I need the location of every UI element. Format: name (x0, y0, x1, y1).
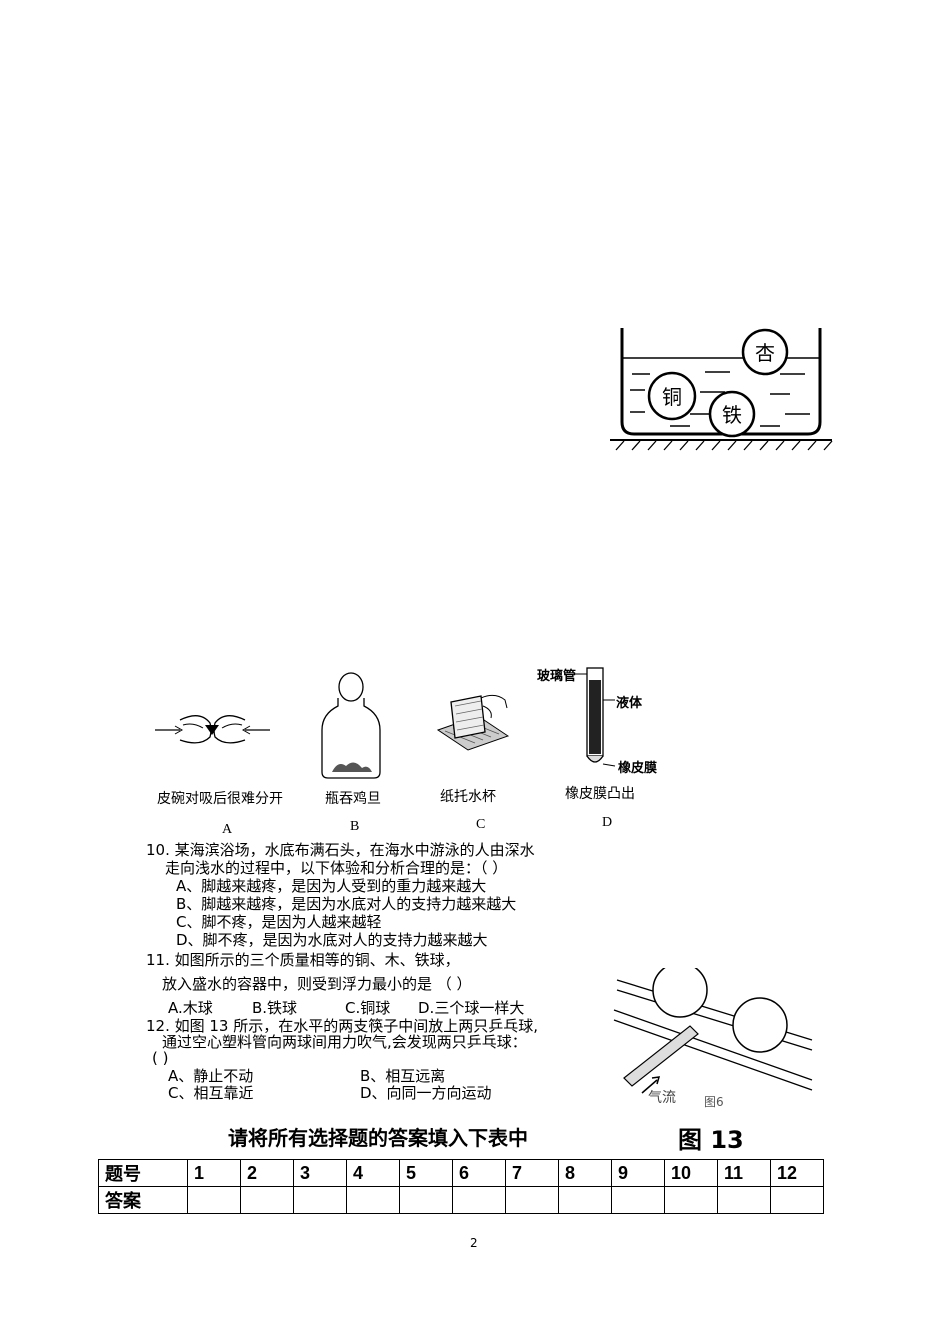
q12-option-a: A、静止不动 (168, 1067, 254, 1085)
q10-line2: 走向浅水的过程中，以下体验和分析合理的是：（ ） (165, 859, 508, 877)
airflow-label: 气流 (648, 1090, 676, 1106)
tube-liquid-label: 液体 (616, 696, 643, 711)
answer-cell[interactable] (770, 1186, 824, 1214)
number-cell: 3 (293, 1159, 347, 1187)
page-number: 2 (470, 1236, 478, 1250)
q11-option-b: B.铁球 (252, 999, 298, 1017)
letter-a: A (222, 822, 233, 837)
number-cell: 10 (664, 1159, 718, 1187)
number-cell: 5 (399, 1159, 453, 1187)
wood-ball (741, 328, 789, 376)
q12-option-c: C、相互靠近 (168, 1084, 254, 1102)
fig6-label: 图6 (704, 1095, 724, 1108)
number-cell: 8 (558, 1159, 612, 1187)
caption-d: 橡皮膜凸出 (565, 786, 635, 802)
tube-membrane-drawing (575, 667, 616, 767)
number-cell: 4 (346, 1159, 400, 1187)
answer-cell[interactable] (558, 1186, 612, 1214)
answer-table: 题号 1 2 3 4 5 6 7 8 9 10 11 12 答案 (98, 1159, 824, 1214)
answer-cell[interactable] (505, 1186, 559, 1214)
suction-cups-drawing (155, 715, 270, 744)
q10-option-b: B、脚越来越疼，是因为水底对人的支持力越来越大 (176, 895, 517, 913)
wood-ball-label: 杏 (755, 341, 775, 365)
paper-cup-drawing (436, 694, 510, 751)
q12-paren: ( ) (152, 1049, 169, 1067)
number-cell: 1 (187, 1159, 241, 1187)
answer-cell[interactable] (452, 1186, 506, 1214)
iron-ball-label: 铁 (722, 403, 742, 427)
answer-cell[interactable] (664, 1186, 718, 1214)
answer-cell[interactable] (187, 1186, 241, 1214)
pingpong-figure: 气流 图6 (613, 968, 813, 1108)
number-cell: 9 (611, 1159, 665, 1187)
row-header-number: 题号 (98, 1159, 188, 1187)
answer-row: 答案 (98, 1186, 824, 1214)
letter-c: C (476, 817, 486, 832)
q11-line2: 放入盛水的容器中，则受到浮力最小的是 （ ） (162, 975, 472, 993)
caption-b: 瓶吞鸡旦 (325, 791, 381, 807)
q11-option-c: C.铜球 (345, 999, 391, 1017)
copper-ball-label: 铜 (662, 385, 682, 409)
q12-line1: 12. 如图 13 所示，在水平的两支筷子中间放上两只乒乓球, (146, 1017, 539, 1035)
caption-a: 皮碗对吸后很难分开 (157, 791, 283, 807)
q11-line1: 11. 如图所示的三个质量相等的铜、木、铁球， (146, 951, 460, 969)
q10-option-c: C、脚不疼，是因为人越来越轻 (176, 913, 382, 931)
number-cell: 11 (717, 1159, 771, 1187)
number-cell: 2 (240, 1159, 294, 1187)
tube-glass-label: 玻璃管 (537, 669, 577, 684)
answer-cell[interactable] (717, 1186, 771, 1214)
q10-line1: 10. 某海滨浴场，水底布满石头，在海水中游泳的人由深水 (146, 841, 535, 859)
iron-ball (708, 390, 756, 438)
question-number-row: 题号 1 2 3 4 5 6 7 8 9 10 11 12 (98, 1159, 824, 1187)
figure-13-label: 图 13 (678, 1126, 744, 1154)
answer-cell[interactable] (399, 1186, 453, 1214)
copper-ball (647, 371, 697, 421)
number-cell: 6 (452, 1159, 506, 1187)
q12-option-b: B、相互远离 (360, 1067, 446, 1085)
number-cell: 12 (770, 1159, 824, 1187)
answer-cell[interactable] (611, 1186, 665, 1214)
q11-option-d: D.三个球一样大 (418, 999, 525, 1017)
tube-membrane-label: 橡皮膜 (618, 761, 658, 776)
q10-option-d: D、脚不疼，是因为水底对人的支持力越来越大 (176, 931, 488, 949)
number-cell: 7 (505, 1159, 559, 1187)
q12-option-d: D、向同一方向运动 (360, 1084, 492, 1102)
answer-cell[interactable] (240, 1186, 294, 1214)
row-header-answer: 答案 (98, 1186, 188, 1214)
letter-d: D (602, 815, 613, 830)
q11-option-a: A.木球 (168, 999, 213, 1017)
caption-c: 纸托水杯 (440, 789, 496, 805)
answer-cell[interactable] (293, 1186, 347, 1214)
answer-cell[interactable] (346, 1186, 400, 1214)
q12-line2: 通过空心塑料管向两球间用力吹气,会发现两只乒乓球： (162, 1033, 527, 1051)
answer-instruction: 请将所有选择题的答案填入下表中 (228, 1126, 528, 1150)
letter-b: B (350, 819, 360, 834)
q10-option-a: A、脚越来越疼，是因为人受到的重力越来越大 (176, 877, 487, 895)
bottle-egg-drawing (321, 672, 381, 779)
beaker-figure: 杏 铜 铁 (610, 328, 833, 451)
